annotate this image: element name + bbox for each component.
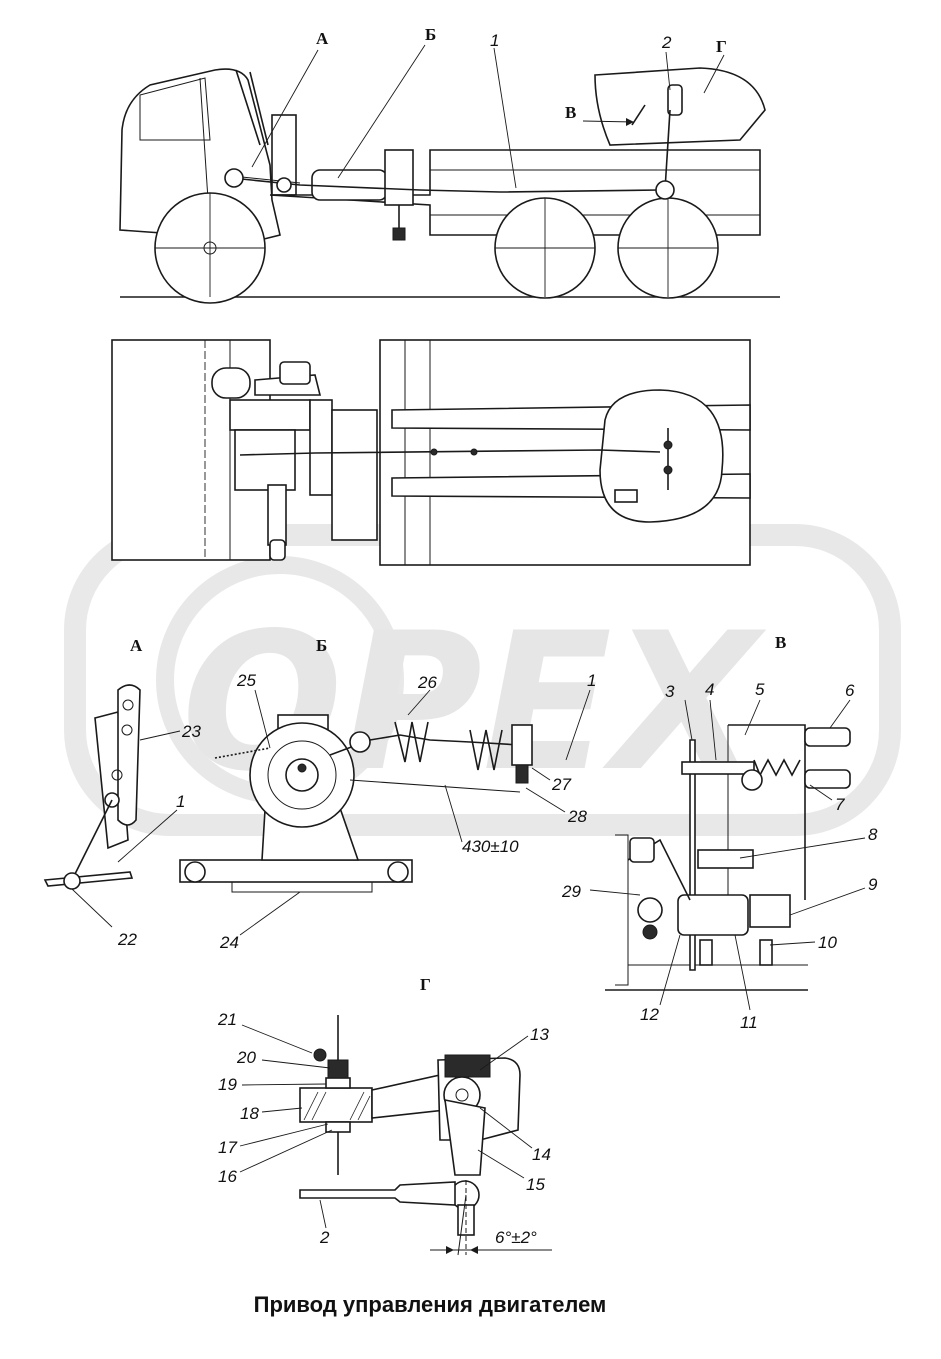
part-label-23: 23 <box>181 722 201 741</box>
view-label-b-top: Б <box>425 25 436 44</box>
part-label-18: 18 <box>240 1104 259 1123</box>
view-a-detail: А 23 1 22 <box>43 636 201 949</box>
view-label-v-top: В <box>565 103 576 122</box>
diagram-caption: Привод управления двигателем <box>253 1292 607 1317</box>
part-label-22: 22 <box>117 930 137 949</box>
view-label-g: Г <box>420 975 431 994</box>
part-label-25: 25 <box>236 671 256 690</box>
view-label-b: Б <box>316 636 327 655</box>
part-label-1-top: 1 <box>490 31 499 50</box>
part-label-15: 15 <box>526 1175 545 1194</box>
part-label-21: 21 <box>217 1010 237 1029</box>
part-label-29: 29 <box>561 882 581 901</box>
part-label-27: 27 <box>551 775 571 794</box>
view-label-a: А <box>130 636 143 655</box>
part-label-17: 17 <box>218 1138 237 1157</box>
part-label-6: 6 <box>845 681 855 700</box>
part-label-19: 19 <box>218 1075 237 1094</box>
view-label-g-top: Г <box>716 37 727 56</box>
part-label-26: 26 <box>417 673 437 692</box>
part-label-9: 9 <box>868 875 878 894</box>
dimension-430: 430±10 <box>462 837 519 856</box>
part-label-8: 8 <box>868 825 878 844</box>
part-label-11: 11 <box>740 1013 758 1032</box>
part-label-14: 14 <box>532 1145 551 1164</box>
part-label-12: 12 <box>640 1005 659 1024</box>
chassis-plan-view <box>111 339 751 566</box>
part-label-7: 7 <box>835 795 845 814</box>
part-label-5: 5 <box>755 680 765 699</box>
part-label-1-a: 1 <box>176 792 185 811</box>
part-label-20: 20 <box>236 1048 256 1067</box>
view-b-detail: Б 430±10 25 26 1 27 28 24 <box>179 636 596 952</box>
part-label-2-g: 2 <box>319 1228 330 1247</box>
view-label-a-top: А <box>316 29 329 48</box>
view-g-detail: Г 6°±2° 21 20 <box>217 975 552 1256</box>
part-label-3: 3 <box>665 682 675 701</box>
part-label-10: 10 <box>818 933 837 952</box>
truck-side-view: А Б В Г 1 2 <box>119 25 780 304</box>
part-label-1-b: 1 <box>587 671 596 690</box>
part-label-2-top: 2 <box>661 33 672 52</box>
part-label-4: 4 <box>705 680 714 699</box>
view-label-v: В <box>775 633 786 652</box>
part-label-24: 24 <box>219 933 239 952</box>
part-label-16: 16 <box>218 1167 237 1186</box>
view-v-detail: В 3 4 5 6 7 8 9 <box>561 633 878 1032</box>
part-label-13: 13 <box>530 1025 549 1044</box>
part-label-28: 28 <box>567 807 587 826</box>
angle-6deg: 6°±2° <box>495 1228 537 1247</box>
watermark-logo: OPEX <box>64 524 901 836</box>
